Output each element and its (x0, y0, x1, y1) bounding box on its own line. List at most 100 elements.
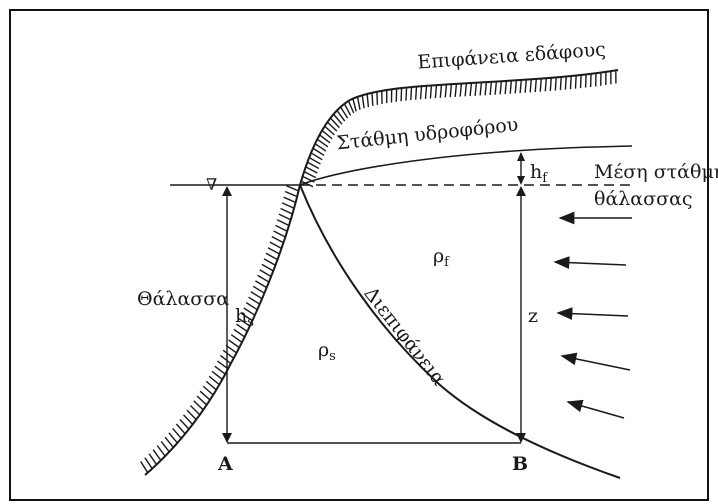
hf-arrow-bottom (517, 176, 525, 185)
hatch-tick (352, 98, 357, 112)
hatch-tick (519, 79, 523, 94)
hs-arrow-bottom (222, 433, 232, 443)
hatch-tick (208, 375, 220, 386)
hatch-tick (300, 180, 314, 188)
hatch-tick (248, 296, 261, 305)
hatch-tick (271, 235, 284, 244)
hatch-tick (494, 81, 498, 95)
hatch-tick (549, 77, 552, 91)
hatch-tick (269, 241, 282, 249)
hatch-tick (202, 385, 214, 396)
hatch-tick (329, 117, 340, 129)
hf-arrow-top (517, 152, 525, 161)
hatch-tick (283, 196, 296, 204)
hatch-tick (263, 258, 276, 266)
hatch-tick (250, 291, 263, 300)
hatch-tick (148, 453, 158, 465)
hatch-tick (405, 87, 408, 101)
hatch-tick (414, 86, 418, 100)
hatch-tick (186, 409, 197, 421)
hatch-tick (303, 170, 317, 179)
flow-arrow-3 (556, 307, 629, 321)
z-label: z (528, 305, 538, 327)
hatch-tick (564, 76, 567, 90)
point-a-label: A (217, 453, 233, 475)
hatch-tick (343, 103, 352, 116)
rho-f-label: ρf (433, 245, 450, 270)
hatch-tick (278, 213, 292, 221)
hatch-tick (236, 323, 248, 333)
hatch-tick (574, 75, 577, 89)
hatch-tick (319, 134, 331, 144)
hatch-tick (361, 95, 365, 109)
hs-arrow-top (222, 186, 232, 196)
z-arrow-bottom (516, 433, 526, 443)
hatch-tick (252, 285, 265, 294)
hatch-tick (504, 80, 508, 95)
hatch-tick (211, 370, 223, 380)
hatch-tick (339, 106, 349, 119)
hatch-tick (444, 84, 448, 98)
hatch-tick (534, 78, 537, 93)
hatch-tick (259, 269, 272, 278)
hatch-tick (459, 83, 463, 97)
hatch-tick (310, 152, 323, 161)
hatch-tick (332, 113, 343, 125)
z-arrow-top (516, 186, 526, 196)
flow-arrow-4 (560, 352, 631, 371)
hatch-tick (524, 79, 528, 93)
hatch-tick (183, 414, 194, 425)
hatch-tick (347, 100, 355, 114)
hatch-tick (276, 219, 290, 227)
hatch-tick (554, 77, 557, 91)
hatch-tick (217, 360, 229, 370)
hatch-tick (579, 74, 582, 89)
seabed-hatching (140, 185, 299, 474)
sea-label: Θάλασσα (137, 288, 229, 310)
hatch-tick (144, 457, 153, 470)
hatch-tick (280, 207, 293, 215)
interface-curve (299, 184, 621, 479)
hatch-tick (429, 85, 433, 99)
mean-sea-level-label-1: Μέση στάθμη (594, 161, 718, 183)
hatch-tick (245, 302, 258, 311)
hs-label: hs (235, 305, 254, 330)
hatch-tick (312, 147, 325, 156)
hatch-tick (219, 354, 232, 365)
hatch-tick (371, 92, 374, 106)
hatch-tick (316, 138, 329, 148)
hatch-tick (464, 83, 468, 97)
hatch-tick (544, 78, 547, 92)
hatch-tick (529, 79, 532, 93)
ground-hatching (300, 70, 617, 188)
water-level-symbol: ∇ (206, 175, 217, 194)
hatch-tick (275, 224, 288, 232)
hatch-tick (376, 91, 379, 105)
hatch-tick (243, 307, 256, 316)
flow-arrow-5 (566, 399, 625, 419)
interface-label: Διεπιφάνεια (360, 283, 451, 390)
hatch-tick (189, 405, 201, 416)
hatch-tick (199, 390, 211, 401)
hatch-tick (156, 445, 166, 457)
hatch-tick (509, 80, 513, 94)
hatch-tick (321, 129, 333, 140)
hatch-tick (326, 121, 338, 132)
hatch-tick (305, 166, 318, 174)
hatch-tick (314, 143, 327, 152)
hatch-tick (308, 156, 321, 165)
hatch-tick (484, 82, 488, 96)
hatch-tick (434, 84, 438, 99)
water-table-line (299, 145, 633, 186)
hf-label: hf (530, 161, 548, 186)
hatch-tick (233, 328, 246, 338)
ground-surface-label: Επιφάνεια εδάφους (417, 38, 607, 73)
ground-surface-line (299, 69, 619, 186)
hatch-tick (449, 84, 453, 98)
hatch-tick (257, 274, 270, 283)
hatch-tick (324, 125, 335, 136)
hatch-tick (230, 334, 243, 343)
hatch-tick (175, 423, 186, 435)
hatch-tick (286, 185, 299, 192)
